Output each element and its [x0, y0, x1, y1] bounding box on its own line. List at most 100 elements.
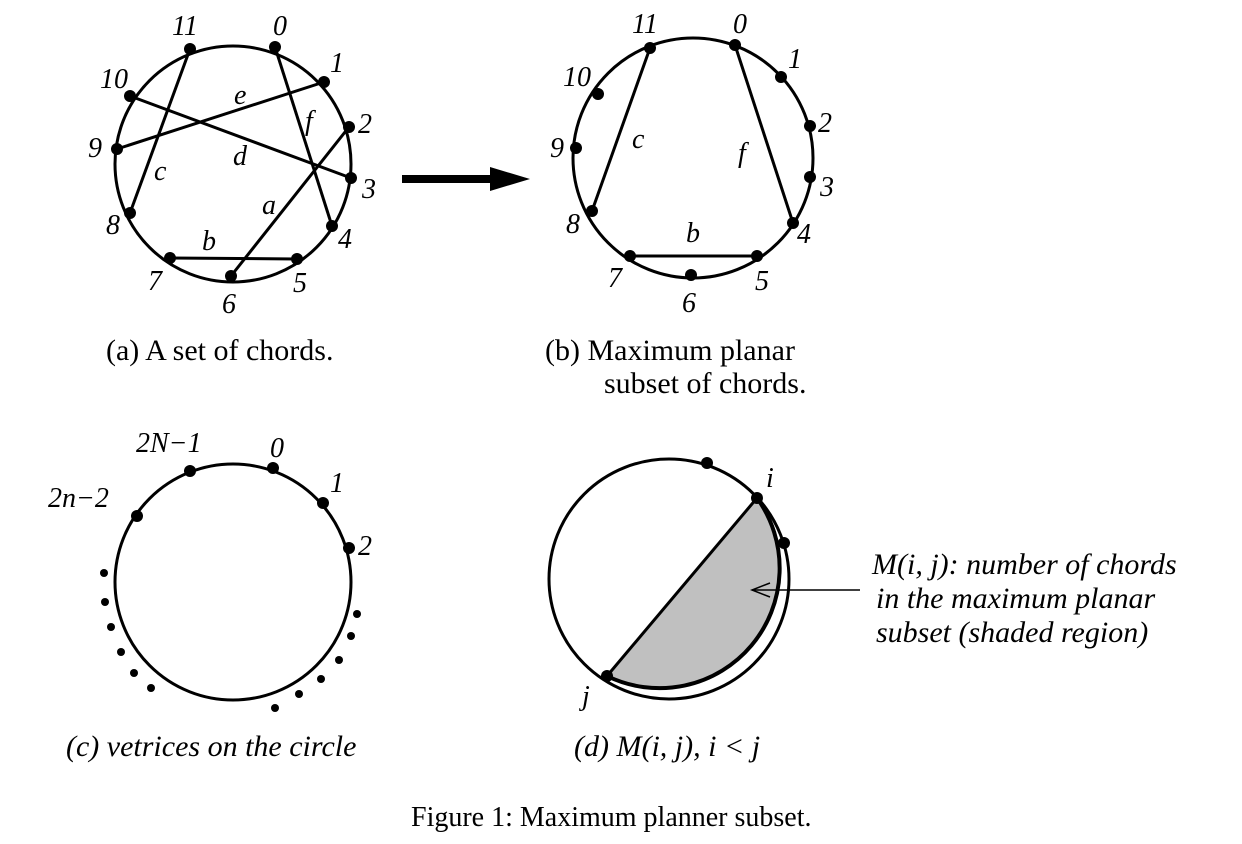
vertex-3 [345, 172, 357, 184]
chord-label-e: e [234, 80, 246, 111]
vertex-label-5: 5 [293, 268, 307, 299]
chord-i-j [605, 497, 759, 677]
vertex-6 [225, 270, 237, 282]
vertex-i [751, 492, 763, 504]
vertex-7 [164, 252, 176, 264]
vertex-label-8: 8 [566, 209, 580, 240]
vertex-label-i: i [766, 463, 774, 494]
vertex-4 [326, 220, 338, 232]
vertex-label-4: 4 [797, 219, 811, 250]
panel-c-caption: (c) vetrices on the circle [66, 730, 356, 763]
chord-f [733, 44, 795, 224]
annotation-line3: subset (shaded region) [876, 616, 1148, 649]
vertex-label-2: 2 [818, 108, 832, 139]
panel-a-caption: (a) A set of chords. [106, 334, 333, 367]
vertex-10 [592, 88, 604, 100]
vertex-2 [804, 120, 816, 132]
vertex-0 [729, 39, 741, 51]
annotation-line1: M(i, j): number of chords [871, 548, 1177, 581]
vertex-2 [343, 542, 355, 554]
vertex-8 [586, 205, 598, 217]
annotation-pointer-head-icon [749, 582, 771, 598]
vertex-label-8: 8 [106, 210, 120, 241]
vertex-1 [318, 76, 330, 88]
vertex-label-2: 2 [358, 531, 372, 562]
vertex-label-0: 0 [273, 11, 287, 42]
chord-label-b: b [686, 218, 700, 249]
vertex-top [701, 457, 713, 469]
vertex-label-2: 2 [358, 109, 372, 140]
vertex-2n-2 [131, 510, 143, 522]
panel-b-caption-line2: subset of chords. [604, 367, 806, 400]
vertex-1 [317, 497, 329, 509]
panel-c-circle [113, 462, 353, 702]
chord-e [116, 80, 325, 151]
shaded-arc [606, 496, 782, 691]
vertex-label-3: 3 [361, 174, 376, 205]
vertex-label-0: 0 [733, 9, 747, 40]
vertex-9 [570, 142, 582, 154]
ellipsis-dots-left [100, 569, 155, 692]
vertex-9 [111, 143, 123, 155]
vertex-right [778, 537, 790, 549]
vertex-7 [624, 250, 636, 262]
vertex-label-10: 10 [100, 64, 128, 95]
vertex-label-6: 6 [682, 288, 696, 319]
vertex-0 [269, 41, 281, 53]
vertex-label-1: 1 [330, 48, 344, 79]
chord-c [590, 47, 652, 212]
vertex-label-0: 0 [270, 433, 284, 464]
vertex-10 [124, 90, 136, 102]
chord-label-c: c [632, 124, 645, 155]
vertex-label-4: 4 [338, 224, 352, 255]
vertex-2 [343, 121, 355, 133]
chord-label-f: f [305, 106, 316, 137]
vertex-label-9: 9 [88, 133, 102, 164]
vertex-label-10: 10 [563, 62, 591, 93]
transform-arrow [402, 167, 530, 191]
vertex-5 [751, 250, 763, 262]
annotation-line2: in the maximum planar [876, 582, 1155, 615]
vertex-2N-1 [184, 465, 196, 477]
vertex-label-1: 1 [788, 44, 802, 75]
figure-caption: Figure 1: Maximum planner subset. [411, 802, 812, 833]
vertex-11 [184, 43, 196, 55]
panel-d: i j M(i, j): number of chords in the max… [547, 457, 1177, 763]
chord-f [273, 46, 334, 227]
vertex-label-j: j [579, 681, 590, 712]
vertex-label-7: 7 [608, 263, 623, 294]
panel-c: 2N−1 0 1 2 2n−2 (c) vetrices on the circ… [48, 428, 372, 763]
vertex-5 [291, 253, 303, 265]
chord-label-d: d [233, 141, 248, 172]
panel-d-caption: (d) M(i, j), i < j [574, 730, 760, 763]
vertex-11 [644, 42, 656, 54]
panel-a: 0 1 2 3 4 5 6 7 8 9 10 11 a b c d e f (a… [88, 11, 376, 367]
vertex-j [601, 670, 613, 682]
vertex-label-9: 9 [550, 133, 564, 164]
shaded-region [607, 498, 780, 689]
vertex-label-11: 11 [172, 11, 198, 42]
chord-b [169, 256, 298, 261]
vertex-3 [804, 171, 816, 183]
chord-c [128, 48, 192, 214]
vertex-label-11: 11 [632, 9, 658, 40]
chord-a [229, 126, 351, 277]
vertex-label-5: 5 [755, 266, 769, 297]
vertex-6 [685, 269, 697, 281]
panel-d-circle [547, 457, 791, 701]
vertex-8 [124, 207, 136, 219]
ellipsis-dots-right [271, 610, 361, 712]
vertex-label-7: 7 [148, 266, 163, 297]
vertex-4 [787, 217, 799, 229]
vertex-label-2N-1: 2N−1 [136, 428, 202, 459]
vertex-label-1: 1 [330, 468, 344, 499]
panel-a-circle [113, 44, 353, 284]
chord-d [129, 94, 352, 180]
chord-label-f: f [738, 138, 749, 169]
panel-b-caption-line1: (b) Maximum planar [545, 334, 795, 367]
vertex-label-2n-2: 2n−2 [48, 483, 109, 514]
chord-label-c: c [154, 156, 167, 187]
chord-label-a: a [262, 190, 276, 221]
vertex-label-6: 6 [222, 289, 236, 320]
